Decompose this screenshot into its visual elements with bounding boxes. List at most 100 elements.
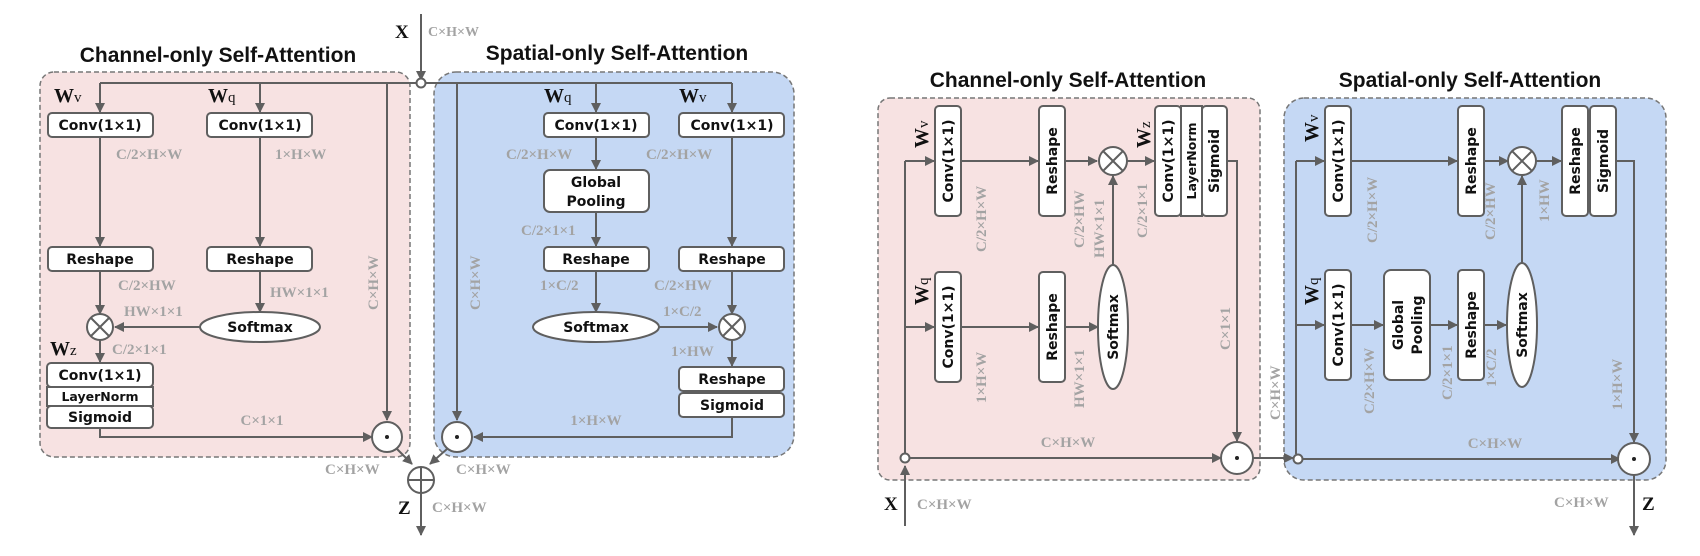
spatial-dim-pool: C/2×1×1 [521,223,576,239]
spatial-out-dim: C×H×W [456,462,511,478]
sigmoid-label: Sigmoid [68,410,132,426]
seq-global-pooling-label-2: Pooling [1410,295,1426,354]
seq-sigmoid-label: Sigmoid [1207,129,1223,193]
seq-dim-gate: C×1×1 [1218,307,1234,350]
spatial-wq-label: Wq [544,85,572,107]
seq-spatial-dim-q: C/2×H×W [1362,348,1378,414]
seq-spatial-dim-skip: C×H×W [1468,436,1523,452]
conv-v-label: Conv(1×1) [59,118,142,134]
channel-attention-title: Channel-only Self-Attention [80,44,357,67]
seq-wz-label: Wz [1133,121,1155,148]
seq-wv-label: Wv [911,120,933,148]
spatial-reshape-q-label: Reshape [562,252,630,268]
output-dim: C×H×W [432,500,487,516]
global-pooling-label-2: Pooling [566,194,625,210]
spatial-dim-gate: 1×H×W [570,413,621,429]
seq-spatial-softmax-label: Softmax [1515,292,1531,358]
seq-spatial-reshape-q-label: Reshape [1464,291,1480,359]
parallel-layout: Channel-only Self-Attention Spatial-only… [39,14,795,536]
spatial-dim-mul: 1×HW [671,344,714,360]
spatial-dim-softmax: 1×C/2 [663,304,702,320]
fuse-arrow-left [396,448,413,465]
spatial-elementwise-mul-icon [441,421,473,453]
fuse-arrow-right [429,448,448,465]
seq-spatial-dim-mul: 1×HW [1537,179,1553,222]
seq-spatial-gate-arrow [1616,160,1639,443]
spatial-reshape-out-label: Reshape [698,372,766,388]
seq-spatial-reshape-out-label: Reshape [1568,127,1584,195]
dim-skip: C×H×W [366,255,382,310]
seq-global-pooling-label-1: Global [1391,300,1407,350]
seq-split-node-1 [899,452,911,464]
seq-wq-label: Wq [911,277,933,305]
seq-output-dim: C×H×W [1554,495,1609,511]
output-label: Z [398,498,411,519]
seq-spatial-reshape-v-label: Reshape [1464,127,1480,195]
seq-matmul-icon [1098,146,1128,176]
seq-split-node-2 [1292,453,1304,465]
spatial-dim-v: C/2×H×W [646,147,712,163]
sequential-layout: Channel-only Self-Attention Spatial-only… [877,69,1667,536]
seq-dim-rv: C/2×HW [1072,190,1088,248]
seq-reshape-q-label: Reshape [1045,293,1061,361]
seq-spatial-dim-rv: C/2×HW [1483,182,1499,240]
channel-elementwise-mul-icon [371,421,403,453]
seq-channel-elementwise-mul-icon [1220,441,1254,475]
spatial-wv-label: Wv [679,85,707,107]
seq-input-dim: C×H×W [917,497,972,513]
layernorm-label: LayerNorm [61,389,138,404]
seq-mid-dim: C×H×W [1268,365,1284,420]
seq-conv-q-label: Conv(1×1) [941,286,957,369]
spatial-dim-q: C/2×H×W [506,147,572,163]
spatial-conv-q-label: Conv(1×1) [555,118,638,134]
seq-gate-arrow [1227,160,1242,442]
matmul-icon [86,313,114,341]
seq-spatial-dim-gate: 1×H×W [1610,359,1626,410]
reshape-q-label: Reshape [226,252,294,268]
seq-spatial-elementwise-mul-icon [1617,442,1651,476]
dim-rv: C/2×HW [118,278,176,294]
spatial-attention-title: Spatial-only Self-Attention [486,42,749,65]
seq-spatial-dim-v: C/2×H×W [1365,177,1381,243]
spatial-softmax-label: Softmax [563,320,629,336]
dim-softmax: HW×1×1 [124,304,183,320]
seq-spatial-wq-label: Wq [1301,277,1323,305]
softmax-label: Softmax [227,320,293,336]
seq-output-label: Z [1642,494,1655,515]
wv-label: Wv [54,85,82,107]
seq-dim-v: C/2×H×W [974,186,990,252]
input-label: X [395,22,409,43]
spatial-sigmoid-label: Sigmoid [700,398,764,414]
input-dim: C×H×W [428,25,479,40]
reshape-v-label: Reshape [66,252,134,268]
spatial-dim-rv: C/2×HW [654,278,712,294]
seq-conv-v-label: Conv(1×1) [941,120,957,203]
global-pooling-label-1: Global [571,175,621,191]
seq-spatial-attention-title: Spatial-only Self-Attention [1339,69,1602,92]
spatial-reshape-out-box [678,366,785,392]
seq-spatial-conv-q-label: Conv(1×1) [1331,284,1347,367]
spatial-reshape-v-label: Reshape [698,252,766,268]
seq-spatial-wv-label: Wv [1301,114,1323,142]
dim-mul: C/2×1×1 [112,342,167,358]
seq-reshape-v-label: Reshape [1045,127,1061,195]
seq-conv-z-label: Conv(1×1) [1161,120,1177,203]
seq-channel-dim-skip: C×H×W [1041,435,1096,451]
seq-spatial-sigmoid-label: Sigmoid [1596,129,1612,193]
seq-spatial-matmul-icon [1507,146,1537,176]
wz-label: Wz [50,338,77,360]
spatial-matmul-icon [718,313,746,341]
seq-dim-q: 1×H×W [974,352,990,403]
split-node [415,77,427,89]
seq-input-label: X [884,494,898,515]
spatial-dim-skip: C×H×W [468,255,484,310]
seq-channel-attention-title: Channel-only Self-Attention [930,69,1207,92]
spatial-gate-arrow [473,417,733,442]
gate-arrow [99,428,373,442]
wq-label: Wq [208,85,236,107]
dim-gate: C×1×1 [241,413,284,429]
spatial-conv-v-label: Conv(1×1) [691,118,774,134]
dim-rq: HW×1×1 [270,285,329,301]
channel-out-dim: C×H×W [325,462,380,478]
